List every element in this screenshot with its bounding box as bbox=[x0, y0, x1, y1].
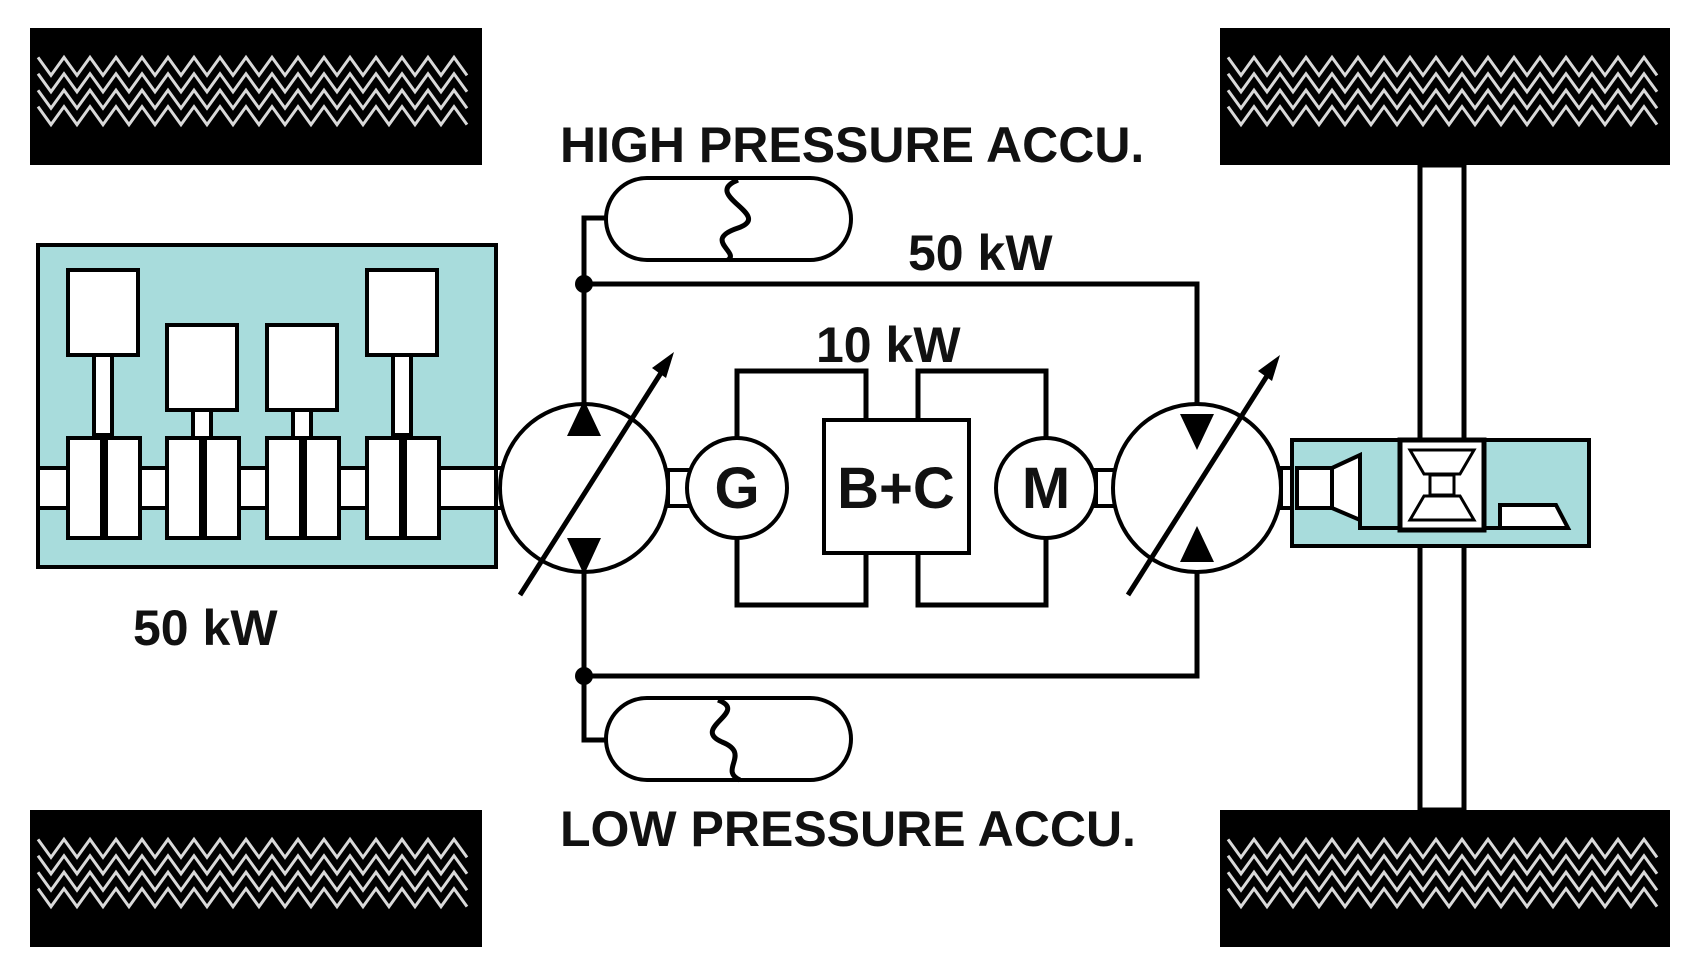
hydraulic-power-label: 50 kW bbox=[908, 225, 1053, 281]
tread-line bbox=[36, 853, 469, 877]
generator: G bbox=[685, 436, 789, 540]
tread-line bbox=[36, 869, 469, 893]
low-pressure-label: LOW PRESSURE ACCU. bbox=[560, 801, 1136, 857]
tread-line bbox=[1226, 87, 1659, 111]
wheel-front-right bbox=[1220, 28, 1670, 165]
motor: M bbox=[994, 436, 1098, 540]
tread-pattern bbox=[36, 836, 469, 910]
tread-line bbox=[1226, 71, 1659, 95]
cylinder bbox=[265, 323, 341, 540]
wheel-front-left bbox=[30, 28, 482, 165]
hydraulic-motor bbox=[1111, 355, 1283, 597]
tread-line bbox=[36, 71, 469, 95]
engine-power-label: 50 kW bbox=[133, 600, 278, 656]
wheel-rear-right bbox=[1220, 810, 1670, 947]
tread-line bbox=[36, 87, 469, 111]
generator-label: G bbox=[714, 456, 759, 521]
high-pressure-label: HIGH PRESSURE ACCU. bbox=[560, 117, 1144, 173]
electric-power-label: 10 kW bbox=[816, 317, 961, 373]
tread-pattern bbox=[36, 54, 469, 128]
electric-circuit bbox=[734, 368, 1049, 608]
hydraulic-pump bbox=[498, 352, 674, 597]
motor-label: M bbox=[1022, 456, 1070, 521]
junction-dot bbox=[575, 275, 593, 293]
tread-line bbox=[36, 54, 469, 78]
tread-line bbox=[1226, 104, 1659, 128]
tread-line bbox=[1226, 886, 1659, 910]
tread-line bbox=[1226, 869, 1659, 893]
cylinder bbox=[165, 323, 241, 540]
hydraulic-lines bbox=[575, 215, 1200, 743]
battery-converter: B+C bbox=[822, 418, 971, 555]
engine bbox=[36, 243, 500, 569]
differential bbox=[1290, 437, 1591, 548]
battery-converter-label: B+C bbox=[837, 456, 955, 521]
tread-line bbox=[36, 836, 469, 860]
wheel-rear-left bbox=[30, 810, 482, 947]
low-pressure-accumulator bbox=[604, 696, 853, 783]
tread-pattern bbox=[1226, 836, 1659, 910]
tread-pattern bbox=[1226, 54, 1659, 128]
tread-line bbox=[36, 104, 469, 128]
cylinder bbox=[66, 268, 142, 540]
tread-line bbox=[1226, 853, 1659, 877]
tread-line bbox=[36, 886, 469, 910]
junction-dot bbox=[575, 667, 593, 685]
tread-line bbox=[1226, 836, 1659, 860]
high-pressure-accumulator bbox=[604, 176, 853, 263]
cylinder bbox=[365, 268, 441, 540]
tread-line bbox=[1226, 54, 1659, 78]
